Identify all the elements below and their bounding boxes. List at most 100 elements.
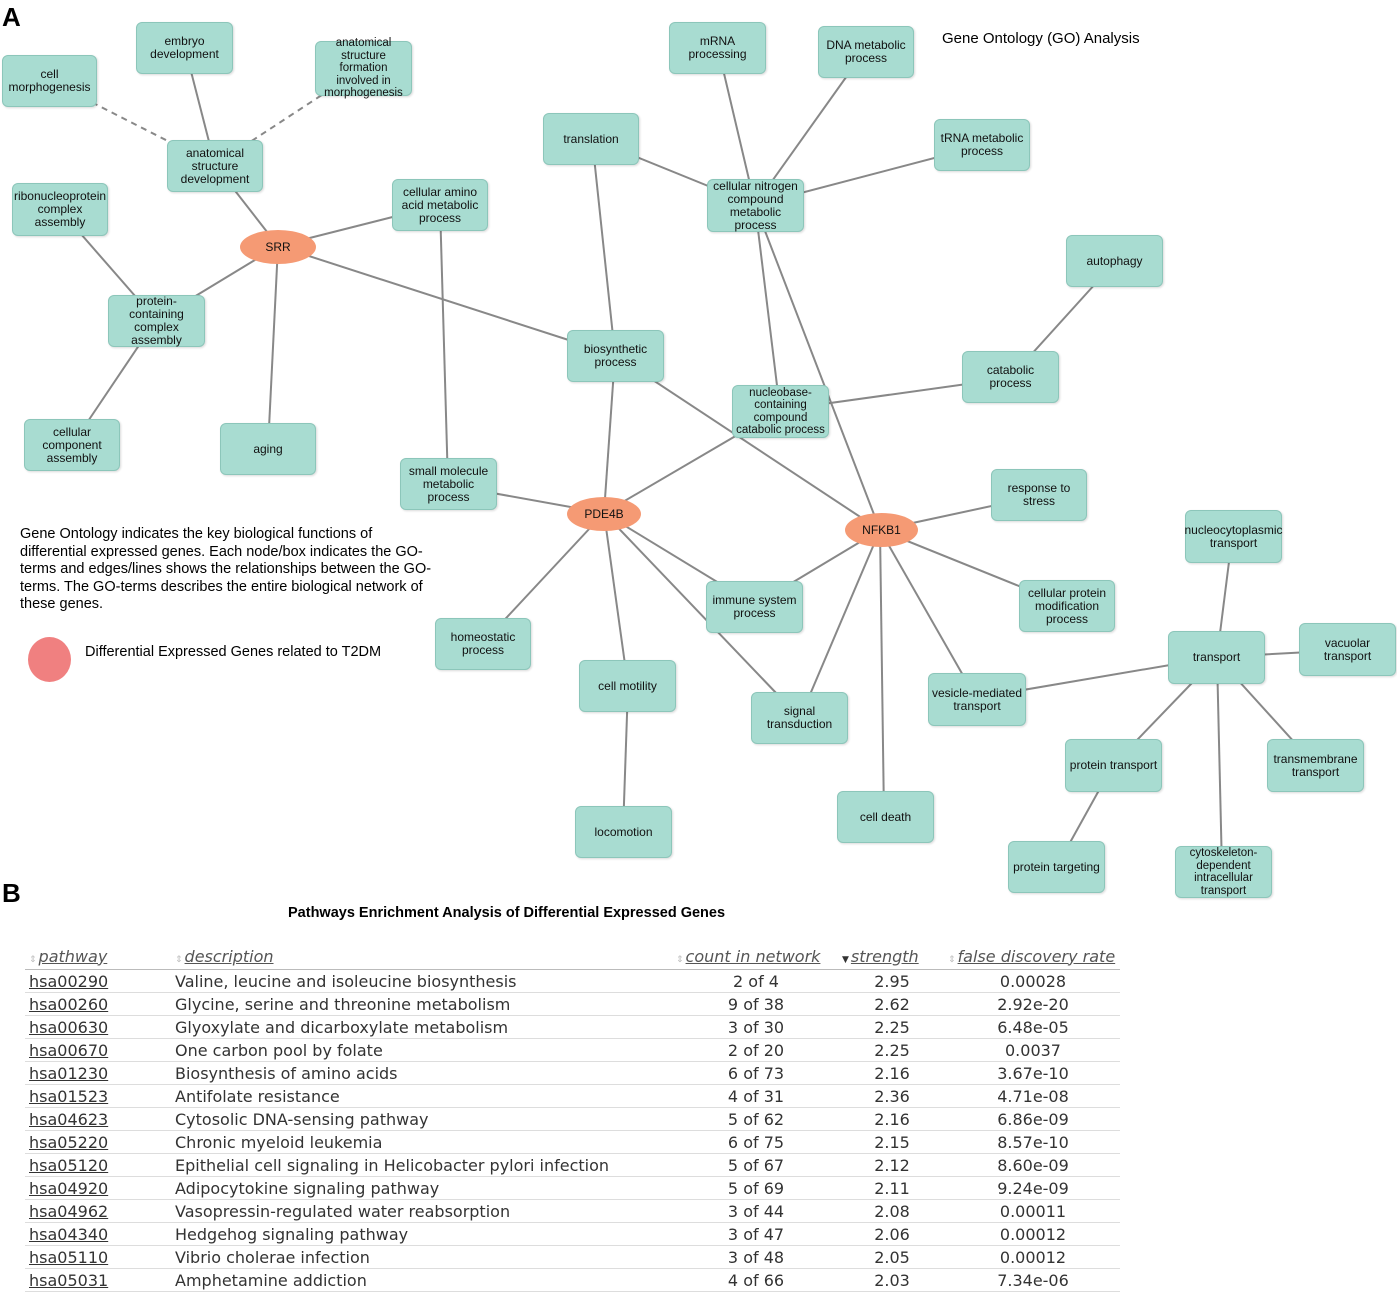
go-node: nucleobase-containing compound catabolic… [732, 385, 829, 438]
fdr-value: 0.00012 [944, 1222, 1120, 1246]
pathway-id-link[interactable]: hsa00670 [29, 1040, 109, 1060]
count-in-network: 3 of 47 [672, 1222, 838, 1246]
column-header-count[interactable]: ⇕count in network [672, 944, 838, 970]
fdr-value: 4.71e-08 [944, 1084, 1120, 1108]
strength-value: 2.36 [838, 1084, 944, 1108]
fdr-value: 0.00011 [944, 1199, 1120, 1223]
column-header-description[interactable]: ⇕description [171, 944, 672, 970]
legend-label: Differential Expressed Genes related to … [85, 644, 382, 660]
fdr-value: 6.86e-09 [944, 1107, 1120, 1131]
strength-value: 2.11 [838, 1176, 944, 1200]
go-node: signal transduction [751, 692, 848, 744]
pathway-description: Valine, leucine and isoleucine biosynthe… [171, 969, 672, 993]
go-node: tRNA metabolic process [934, 119, 1030, 171]
pathway-description: Vibrio cholerae infection [171, 1245, 672, 1269]
go-node: transport [1168, 631, 1265, 684]
pathway-id-link[interactable]: hsa05110 [29, 1247, 109, 1267]
strength-value: 2.62 [838, 992, 944, 1016]
pathway-description: Epithelial cell signaling in Helicobacte… [171, 1153, 672, 1177]
pathway-id-link[interactable]: hsa01230 [29, 1063, 109, 1083]
go-node: response to stress [991, 469, 1087, 521]
go-node: embryo development [136, 22, 233, 74]
go-node: ribonucleoprotein complex assembly [12, 183, 108, 236]
count-in-network: 5 of 69 [672, 1176, 838, 1200]
go-node: transmembrane transport [1267, 739, 1364, 792]
go-node: catabolic process [962, 351, 1059, 403]
pathway-id-link[interactable]: hsa00260 [29, 994, 109, 1014]
count-in-network: 2 of 4 [672, 969, 838, 993]
count-in-network: 5 of 62 [672, 1107, 838, 1131]
go-node: cellular component assembly [24, 419, 120, 471]
table-cell: hsa05120 [25, 1153, 171, 1177]
table-row: hsa00290 Valine, leucine and isoleucine b… [25, 969, 1120, 993]
go-node: cell morphogenesis [2, 55, 97, 107]
column-header-strength[interactable]: ▼strength [838, 944, 944, 970]
pathway-id-link[interactable]: hsa04920 [29, 1178, 109, 1198]
gene-node-nfkb1: NFKB1 [845, 513, 918, 547]
column-header-pathway[interactable]: ⇕pathway [25, 944, 171, 970]
strength-value: 2.16 [838, 1061, 944, 1085]
count-in-network: 4 of 66 [672, 1268, 838, 1292]
table-cell: hsa05220 [25, 1130, 171, 1154]
go-node: cytoskeleton-dependent intracellular tra… [1175, 846, 1272, 898]
count-in-network: 6 of 73 [672, 1061, 838, 1085]
go-node: vacuolar transport [1299, 623, 1396, 676]
pathway-id-link[interactable]: hsa05031 [29, 1270, 109, 1290]
table-cell: hsa01523 [25, 1084, 171, 1108]
pathway-description: Glycine, serine and threonine metabolism [171, 992, 672, 1016]
count-in-network: 3 of 48 [672, 1245, 838, 1269]
fdr-value: 0.0037 [944, 1038, 1120, 1062]
go-node: anatomical structure formation involved … [315, 37, 412, 99]
strength-value: 2.25 [838, 1038, 944, 1062]
legend-gene-marker [28, 637, 71, 682]
strength-value: 2.06 [838, 1222, 944, 1246]
go-node: autophagy [1066, 235, 1163, 287]
pathway-id-link[interactable]: hsa00630 [29, 1017, 109, 1037]
column-header-fdr[interactable]: ⇕false discovery rate [944, 944, 1120, 970]
go-network-edges [47, 47, 1348, 871]
gene-node-srr: SRR [240, 230, 316, 264]
go-node: cellular nitrogen compound metabolic pro… [707, 179, 804, 232]
pathway-id-link[interactable]: hsa01523 [29, 1086, 109, 1106]
pathway-id-link[interactable]: hsa05220 [29, 1132, 109, 1152]
pathway-description: Amphetamine addiction [171, 1268, 672, 1292]
panel-b-letter: B [2, 878, 21, 908]
go-node: homeostatic process [435, 618, 531, 670]
strength-value: 2.95 [838, 969, 944, 993]
pathway-id-link[interactable]: hsa05120 [29, 1155, 109, 1175]
strength-value: 2.05 [838, 1245, 944, 1269]
go-node: protein targeting [1008, 841, 1105, 893]
table-cell: hsa05110 [25, 1245, 171, 1269]
pathway-description: Chronic myeloid leukemia [171, 1130, 672, 1154]
count-in-network: 9 of 38 [672, 992, 838, 1016]
pathway-description: Biosynthesis of amino acids [171, 1061, 672, 1085]
pathway-id-link[interactable]: hsa04340 [29, 1224, 109, 1244]
fdr-value: 3.67e-10 [944, 1061, 1120, 1085]
pathway-id-link[interactable]: hsa04962 [29, 1201, 109, 1221]
go-node: anatomical structure development [167, 140, 263, 192]
go-analysis-title: Gene Ontology (GO) Analysis [942, 30, 1140, 47]
go-node: cellular amino acid metabolic process [392, 179, 488, 231]
sort-icon: ⇕ [175, 954, 183, 965]
fdr-value: 6.48e-05 [944, 1015, 1120, 1039]
go-node: DNA metabolic process [818, 26, 914, 78]
pathway-id-link[interactable]: hsa00290 [29, 971, 109, 991]
table-cell: hsa01230 [25, 1061, 171, 1085]
go-node: protein-containing complex assembly [108, 295, 205, 347]
strength-value: 2.25 [838, 1015, 944, 1039]
table-cell: hsa04340 [25, 1222, 171, 1246]
strength-value: 2.16 [838, 1107, 944, 1131]
pathway-id-link[interactable]: hsa04623 [29, 1109, 109, 1129]
fdr-value: 0.00012 [944, 1245, 1120, 1269]
fdr-value: 2.92e-20 [944, 992, 1120, 1016]
panel-a-letter: A [2, 2, 21, 32]
fdr-value: 8.57e-10 [944, 1130, 1120, 1154]
count-in-network: 5 of 67 [672, 1153, 838, 1177]
table-cell: hsa00260 [25, 992, 171, 1016]
pathways-table-title: Pathways Enrichment Analysis of Differen… [288, 905, 726, 921]
strength-value: 2.03 [838, 1268, 944, 1292]
pathway-description: Glyoxylate and dicarboxylate metabolism [171, 1015, 672, 1039]
